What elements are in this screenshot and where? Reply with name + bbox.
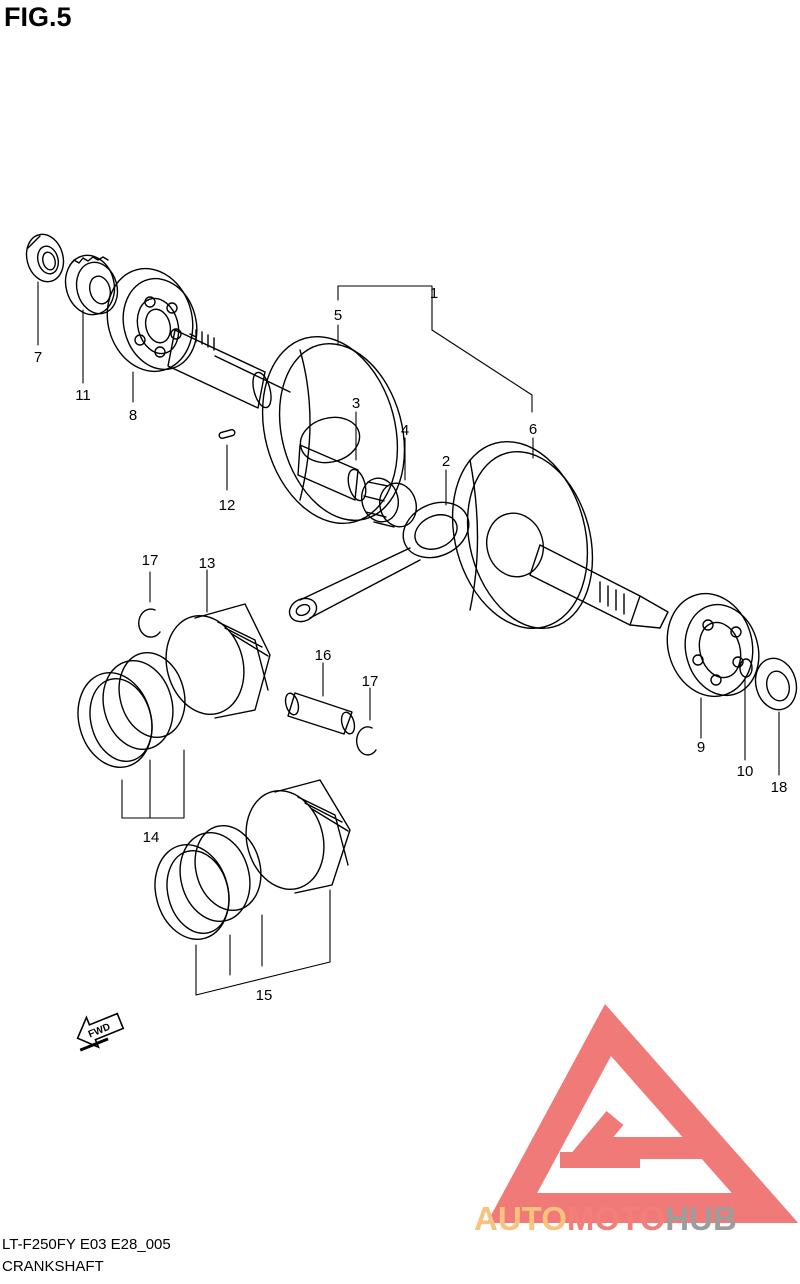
crank-web-right <box>451 441 594 630</box>
oil-seal-left <box>25 233 65 283</box>
callout-4: 4 <box>401 422 409 439</box>
watermark-moto: MOTO <box>567 1200 665 1237</box>
leader-lines <box>37 281 780 996</box>
callout-11: 11 <box>75 387 91 404</box>
connecting-rod <box>288 501 470 623</box>
fwd-arrow-icon: FWD <box>76 1012 125 1052</box>
crank-gear-spacer <box>64 254 119 316</box>
piston-standard <box>165 603 271 719</box>
crank-bearing-right <box>666 592 760 698</box>
callout-7: 7 <box>34 349 42 366</box>
model-code: LT-F250FY E03 E28_005 <box>2 1236 171 1253</box>
piston-pin-circlip-upper <box>138 608 161 638</box>
crankshaft-right-journal <box>529 544 669 629</box>
piston-pin <box>284 692 356 735</box>
oil-seal-right <box>754 657 798 711</box>
callout-12: 12 <box>219 497 236 514</box>
callout-13: 13 <box>199 555 216 572</box>
watermark-logo <box>486 1003 799 1223</box>
crank-web-left <box>261 336 406 524</box>
callout-14: 14 <box>143 829 160 846</box>
callout-5: 5 <box>334 307 342 324</box>
callout-16: 16 <box>315 647 332 664</box>
callout-1: 1 <box>430 285 438 302</box>
watermark-auto: AUTO <box>474 1200 567 1237</box>
callout-8: 8 <box>129 407 137 424</box>
crankshaft-left-journal <box>167 329 291 409</box>
o-ring <box>739 658 753 678</box>
piston-oversize <box>245 779 351 894</box>
callout-3: 3 <box>352 395 360 412</box>
piston-pin-circlip-lower <box>355 726 377 756</box>
callout-numbers: 1 2 3 4 5 6 7 8 9 10 11 12 13 14 15 16 1… <box>34 285 788 1004</box>
callout-17-upper: 17 <box>142 552 159 569</box>
dowel-pin <box>218 429 236 439</box>
crank-bearing-left <box>106 267 198 373</box>
callout-6: 6 <box>529 421 537 438</box>
callout-9: 9 <box>697 739 705 756</box>
callout-10: 10 <box>737 763 754 780</box>
callout-2: 2 <box>442 453 450 470</box>
callout-17-lower: 17 <box>362 673 379 690</box>
callout-18: 18 <box>771 779 788 796</box>
figure-title: FIG.5 <box>4 2 72 32</box>
piston-ring-set-standard <box>77 651 186 768</box>
section-name: CRANKSHAFT <box>2 1258 104 1275</box>
watermark-text: AUTOMOTOHUB <box>474 1200 737 1237</box>
needle-bearing <box>361 477 417 528</box>
piston-ring-set-oversize <box>154 824 262 940</box>
watermark-hub: HUB <box>665 1200 737 1237</box>
callout-15: 15 <box>256 987 273 1004</box>
